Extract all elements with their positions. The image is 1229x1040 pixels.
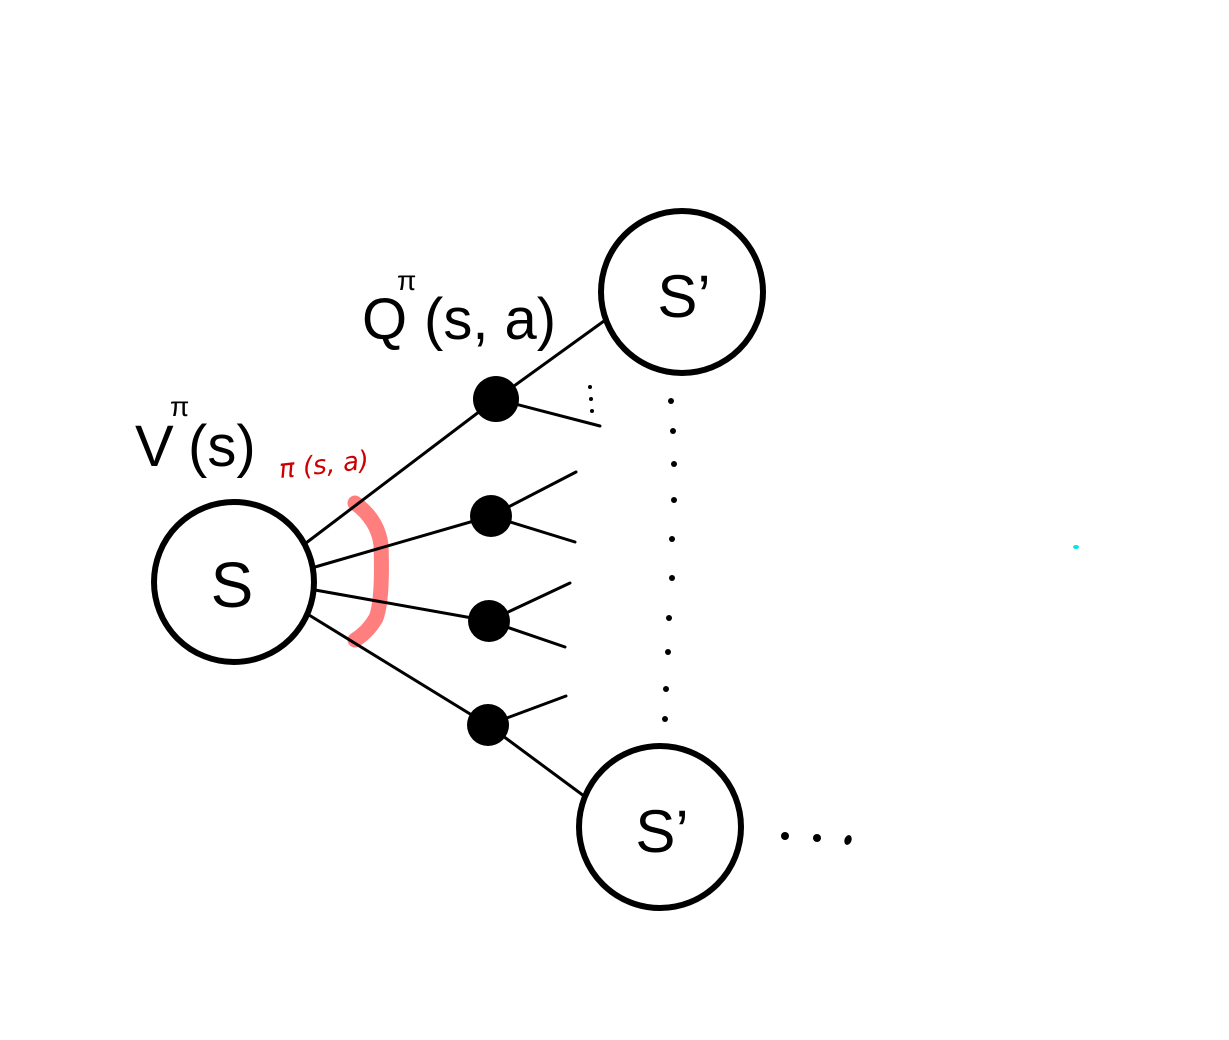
ellipsis-dot <box>781 832 789 840</box>
state-value-args: (s) <box>188 414 256 479</box>
ellipsis-dot <box>589 397 593 401</box>
small-vertical-ellipsis <box>588 385 594 413</box>
ellipsis-dot <box>662 716 668 722</box>
ellipsis-dot <box>671 461 677 467</box>
ellipsis-dot <box>671 497 677 503</box>
action-node <box>473 376 519 422</box>
ellipsis-dot <box>669 536 675 542</box>
ellipsis-dot <box>844 835 852 845</box>
ellipsis-dot <box>669 575 675 581</box>
root-state-label: S <box>211 549 254 621</box>
action-value-args: (s, a) <box>424 287 556 352</box>
edge-root-action-4 <box>307 613 490 727</box>
root-state-circle <box>151 499 317 665</box>
vertical-ellipsis <box>662 398 677 722</box>
action-node <box>467 704 509 746</box>
root-edges <box>304 397 498 727</box>
next-state-label: S’ <box>657 263 710 330</box>
action-value-superscript: π <box>397 265 416 296</box>
policy-label: π (s, a) <box>278 446 371 485</box>
state-value-superscript: π <box>170 391 189 422</box>
ellipsis-dot <box>663 686 669 692</box>
policy-arc <box>347 495 389 648</box>
next-state-node-bottom: S’ <box>576 743 744 911</box>
action-value-label: Q π (s, a) <box>362 265 556 352</box>
next-state-node-top: S’ <box>598 208 766 376</box>
next-state-circle <box>576 743 744 911</box>
edge-root-action-2 <box>313 514 493 569</box>
action-node <box>468 600 510 642</box>
next-state-label: S’ <box>635 798 688 865</box>
action-value-base: Q <box>362 287 407 352</box>
horizontal-ellipsis <box>781 832 852 845</box>
ellipsis-dot <box>665 649 671 655</box>
ellipsis-dot <box>813 834 821 842</box>
state-value-label: V π (s) <box>135 391 256 479</box>
ellipsis-dot <box>670 428 676 434</box>
next-state-circle <box>598 208 766 376</box>
state-value-base: V <box>135 414 174 479</box>
ellipsis-dot <box>590 409 594 413</box>
root-state-node: S <box>151 499 317 665</box>
action-node <box>470 495 512 537</box>
ellipsis-dot <box>588 385 592 389</box>
ellipsis-dot <box>666 615 672 621</box>
ellipsis-dot <box>668 398 674 404</box>
action-nodes <box>467 376 519 746</box>
edge-root-action-3 <box>313 588 491 623</box>
edge-root-action-1 <box>304 397 498 545</box>
stray-mark <box>1073 545 1079 549</box>
